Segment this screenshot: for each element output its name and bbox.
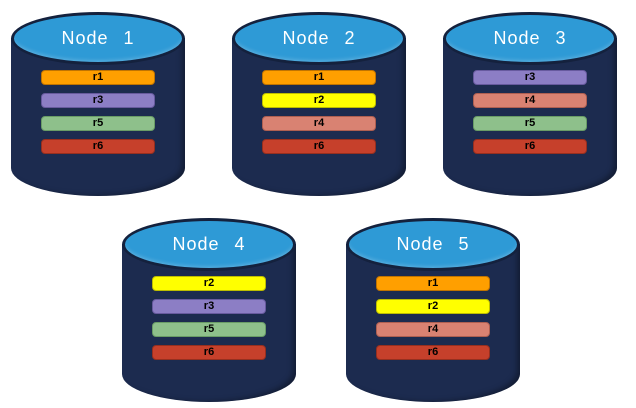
node-cylinder-5: Node 5 r1 r2 r4 r6 bbox=[346, 218, 520, 402]
replica-bar: r5 bbox=[41, 116, 155, 131]
replica-bar: r4 bbox=[262, 116, 376, 131]
replica-bar: r1 bbox=[262, 70, 376, 85]
replica-bar-stack: r2 r3 r5 r6 bbox=[152, 276, 266, 360]
node-label: Node 5 bbox=[396, 234, 470, 254]
replica-bar: r3 bbox=[41, 93, 155, 108]
node-cylinder-3: Node 3 r3 r4 r5 r6 bbox=[443, 12, 617, 196]
node-label: Node 2 bbox=[282, 28, 356, 48]
replica-bar: r6 bbox=[41, 139, 155, 154]
replica-bar: r3 bbox=[152, 299, 266, 314]
replica-bar: r6 bbox=[152, 345, 266, 360]
replica-bar: r2 bbox=[152, 276, 266, 291]
node-label: Node 1 bbox=[61, 28, 135, 48]
replica-bar: r4 bbox=[376, 322, 490, 337]
cylinder-top-ellipse: Node 3 bbox=[443, 12, 617, 65]
replica-bar: r5 bbox=[473, 116, 587, 131]
node-cylinder-1: Node 1 r1 r3 r5 r6 bbox=[11, 12, 185, 196]
node-label: Node 4 bbox=[172, 234, 246, 254]
replica-bar: r6 bbox=[376, 345, 490, 360]
cylinder-top-ellipse: Node 5 bbox=[346, 218, 520, 271]
node-cylinder-2: Node 2 r1 r2 r4 r6 bbox=[232, 12, 406, 196]
node-cylinder-4: Node 4 r2 r3 r5 r6 bbox=[122, 218, 296, 402]
replica-bar: r6 bbox=[262, 139, 376, 154]
replica-bar: r1 bbox=[376, 276, 490, 291]
cylinder-top-ellipse: Node 1 bbox=[11, 12, 185, 65]
node-label: Node 3 bbox=[493, 28, 567, 48]
cylinder-top-ellipse: Node 4 bbox=[122, 218, 296, 271]
replica-bar: r1 bbox=[41, 70, 155, 85]
replica-bar: r5 bbox=[152, 322, 266, 337]
replica-bar: r3 bbox=[473, 70, 587, 85]
replica-bar-stack: r1 r3 r5 r6 bbox=[41, 70, 155, 154]
replica-bar: r4 bbox=[473, 93, 587, 108]
cylinder-top-ellipse: Node 2 bbox=[232, 12, 406, 65]
replica-bar: r2 bbox=[376, 299, 490, 314]
replica-bar: r6 bbox=[473, 139, 587, 154]
replica-bar-stack: r3 r4 r5 r6 bbox=[473, 70, 587, 154]
replica-bar: r2 bbox=[262, 93, 376, 108]
replica-bar-stack: r1 r2 r4 r6 bbox=[262, 70, 376, 154]
replica-bar-stack: r1 r2 r4 r6 bbox=[376, 276, 490, 360]
